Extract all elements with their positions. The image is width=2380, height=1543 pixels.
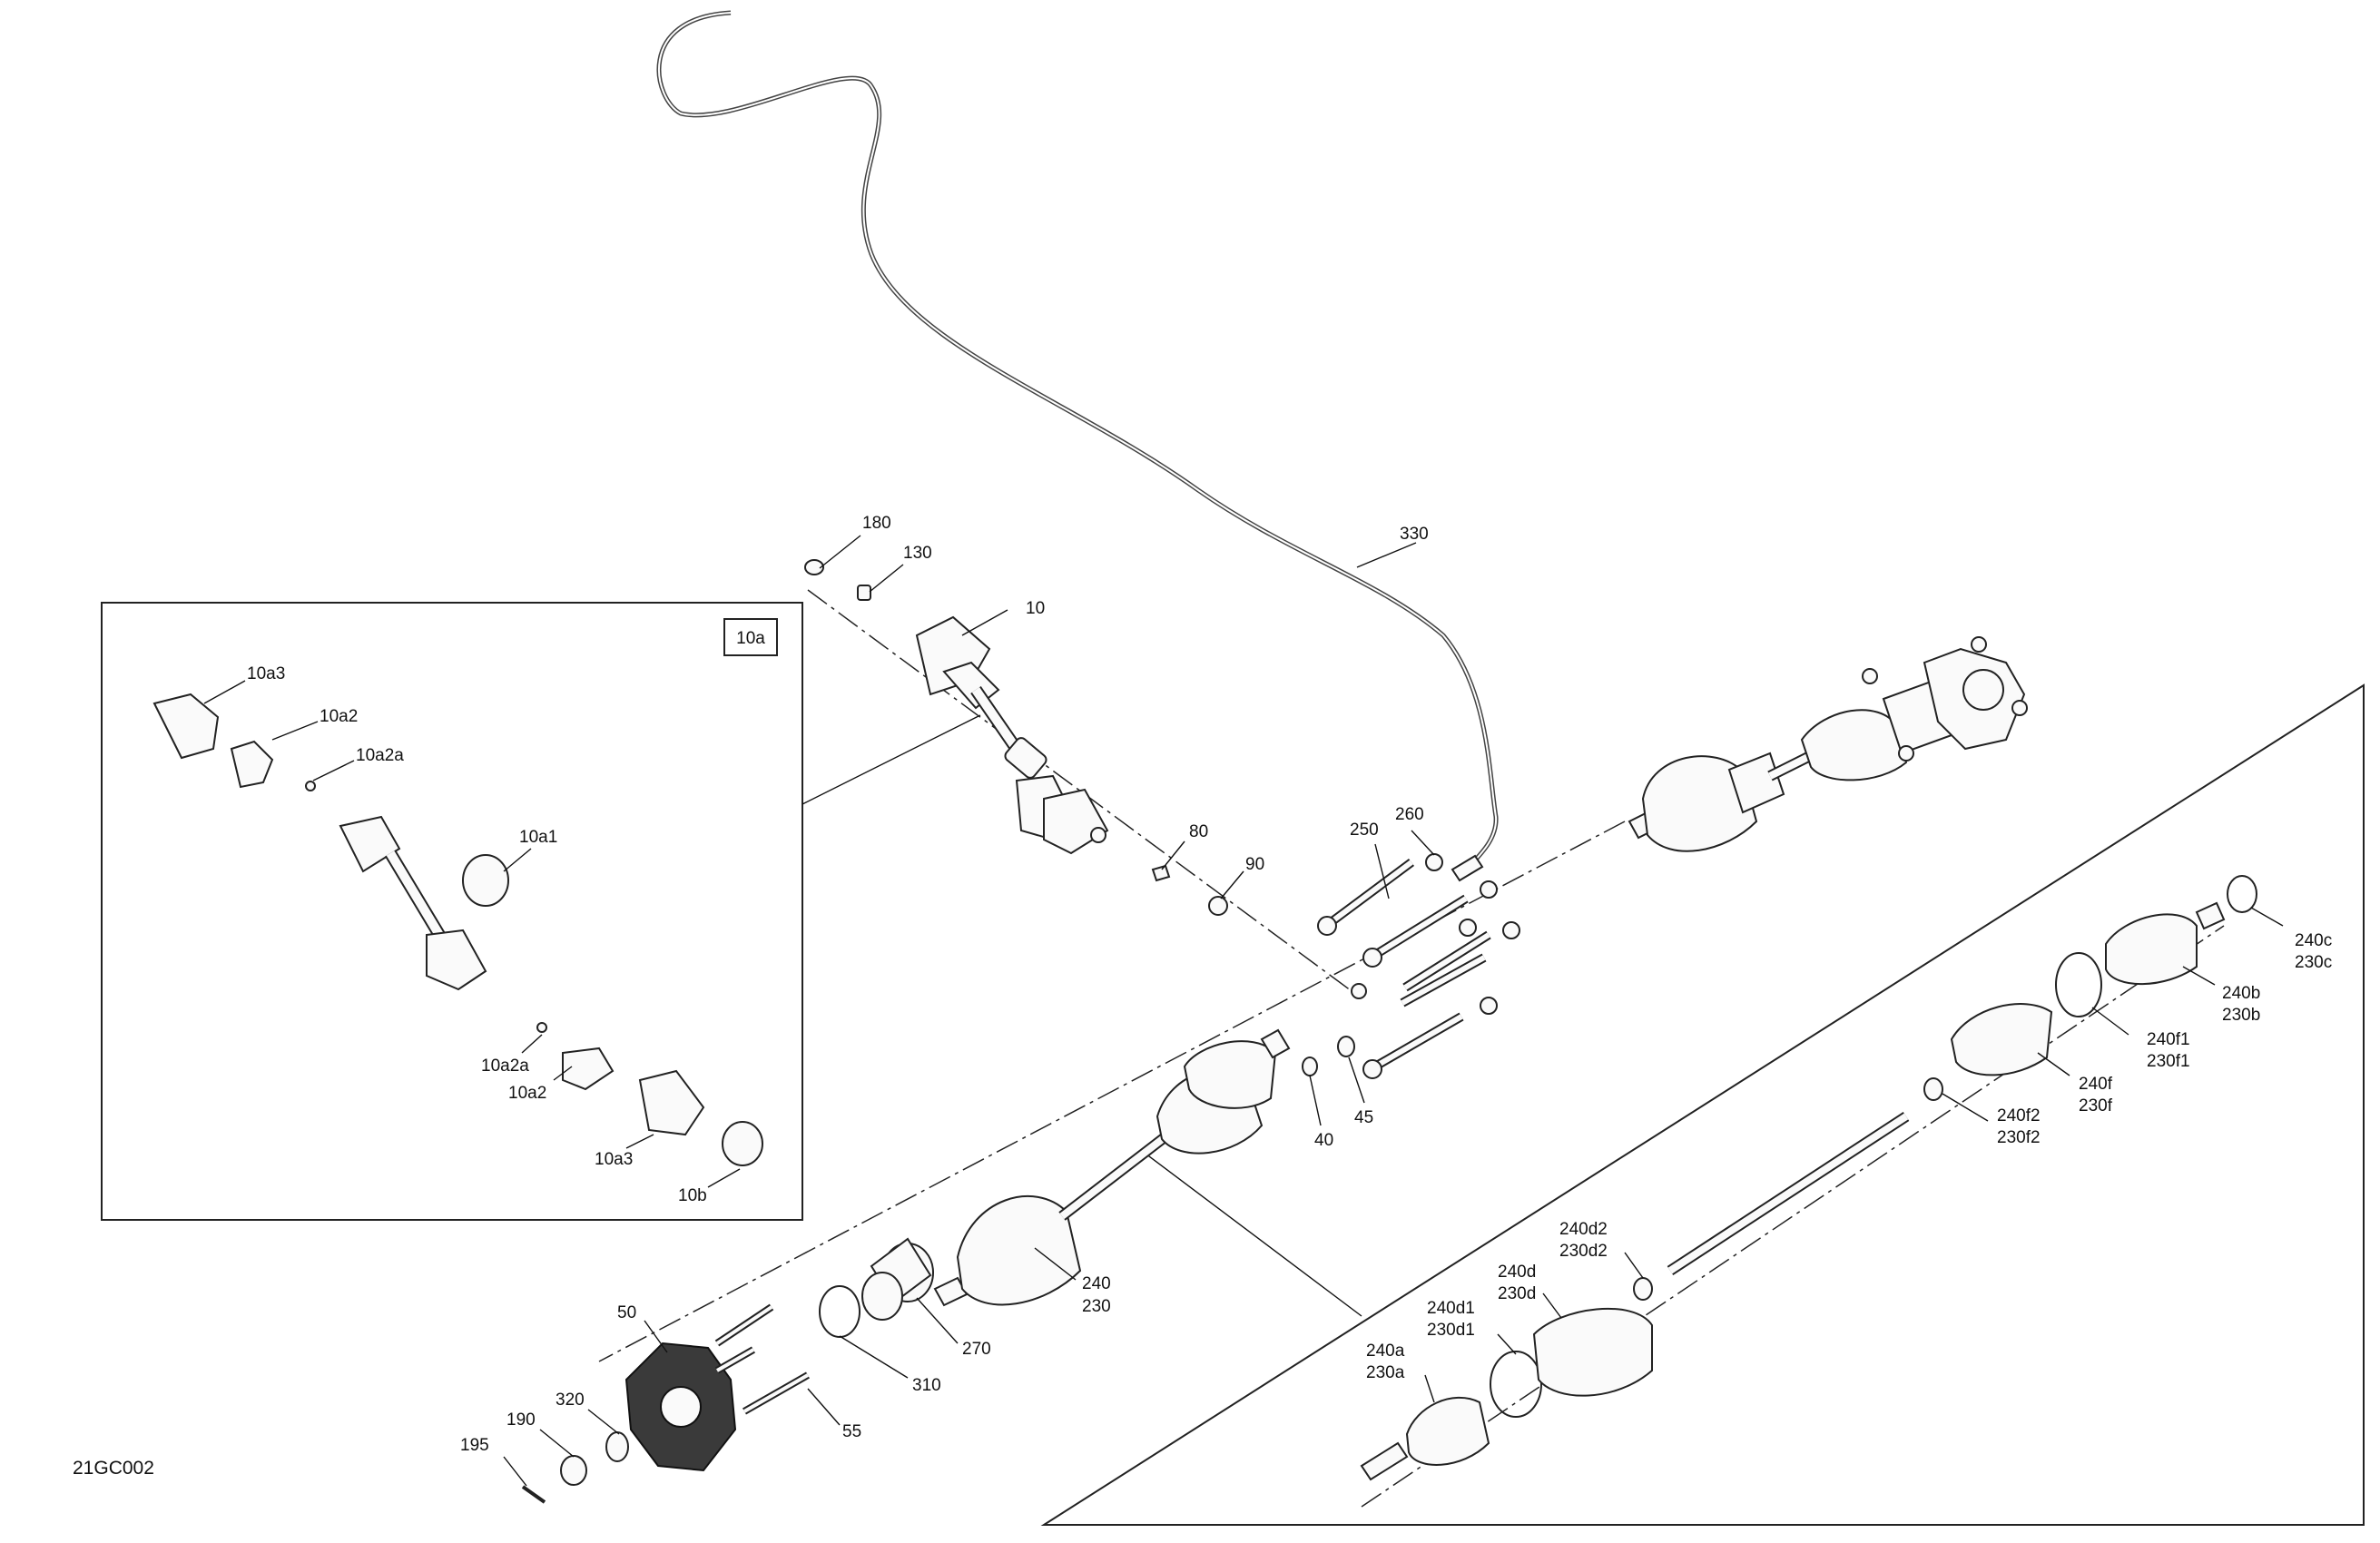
- callout-240d1: 240d1: [1427, 1299, 1475, 1318]
- studs-55: [714, 1303, 810, 1415]
- callout-230f1: 230f1: [2147, 1052, 2190, 1071]
- pin-195: [521, 1485, 546, 1504]
- callout-10: 10: [1026, 599, 1045, 618]
- bolt-group-250: [1317, 853, 1520, 1079]
- callout-80: 80: [1189, 822, 1208, 841]
- detail-frame-axle: [1040, 683, 2365, 1526]
- callout-230d1: 230d1: [1427, 1321, 1475, 1340]
- callout-180: 180: [862, 514, 891, 533]
- wheel-hub-50: [625, 1342, 737, 1472]
- inset-parts: [152, 693, 763, 1166]
- callout-230f2: 230f2: [1997, 1128, 2041, 1147]
- callout-320: 320: [556, 1391, 585, 1410]
- callout-230b: 230b: [2222, 1006, 2260, 1025]
- assembly-axis-main: [598, 821, 1626, 1362]
- callout-240d2: 240d2: [1559, 1220, 1608, 1239]
- bolt-80: [1151, 864, 1171, 882]
- detail-axle-parts: [1360, 875, 2257, 1508]
- callout-240c: 240c: [2295, 931, 2332, 950]
- callout-230d: 230d: [1498, 1284, 1536, 1303]
- callout-230f: 230f: [2079, 1096, 2113, 1115]
- nut-40: [1302, 1057, 1318, 1076]
- prop-shaft-10: [804, 559, 1109, 855]
- callout-195: 195: [460, 1436, 489, 1455]
- drawing-code: 21GC002: [73, 1458, 154, 1479]
- callout-240d: 240d: [1498, 1263, 1536, 1282]
- callout-10a3-bot: 10a3: [595, 1150, 633, 1169]
- callout-40: 40: [1314, 1131, 1333, 1150]
- washer-90: [1208, 896, 1228, 916]
- nut-190: [560, 1455, 587, 1486]
- washer-45: [1337, 1036, 1355, 1057]
- callout-240: 240: [1082, 1274, 1111, 1293]
- callout-labels: 180 130 10 330 80 90 250 260 40 45 240 2…: [73, 514, 2332, 1479]
- callout-90: 90: [1245, 855, 1264, 874]
- callout-45: 45: [1354, 1108, 1373, 1127]
- callout-10a3-top: 10a3: [247, 664, 285, 683]
- callout-260: 260: [1395, 805, 1424, 824]
- callout-330: 330: [1400, 525, 1429, 544]
- inset-tag: 10a: [736, 629, 765, 648]
- callout-310: 310: [912, 1376, 941, 1395]
- ring-310: [819, 1285, 861, 1338]
- drive-shaft-240: [933, 1028, 1291, 1307]
- leader-lines: [203, 535, 2284, 1487]
- callout-10b: 10b: [678, 1186, 707, 1205]
- callout-230: 230: [1082, 1297, 1111, 1316]
- callout-240b: 240b: [2222, 984, 2260, 1003]
- callout-50: 50: [617, 1303, 636, 1322]
- callout-10a2a-bot: 10a2a: [481, 1057, 529, 1076]
- callout-270: 270: [962, 1340, 991, 1359]
- callout-190: 190: [506, 1410, 536, 1430]
- callout-10a2-top: 10a2: [320, 707, 358, 726]
- drive-shaft-upper: [1628, 636, 2028, 852]
- callout-240a: 240a: [1366, 1342, 1405, 1361]
- callout-230c: 230c: [2295, 953, 2332, 972]
- callout-250: 250: [1350, 821, 1379, 840]
- callout-10a1: 10a1: [519, 828, 557, 847]
- callout-10a2-bot: 10a2: [508, 1084, 546, 1103]
- callout-55: 55: [842, 1422, 861, 1441]
- washer-320: [605, 1431, 629, 1462]
- bearing-270: [861, 1237, 934, 1321]
- cable-330: [656, 10, 1499, 878]
- callout-240f2: 240f2: [1997, 1106, 2041, 1125]
- callout-230a: 230a: [1366, 1363, 1405, 1382]
- inset-frame-10a: 10a: [101, 602, 981, 1221]
- callout-240f1: 240f1: [2147, 1030, 2190, 1049]
- callout-240f: 240f: [2079, 1075, 2113, 1094]
- callout-130: 130: [903, 544, 932, 563]
- callout-10a2a-top: 10a2a: [356, 746, 404, 765]
- callout-230d2: 230d2: [1559, 1242, 1608, 1261]
